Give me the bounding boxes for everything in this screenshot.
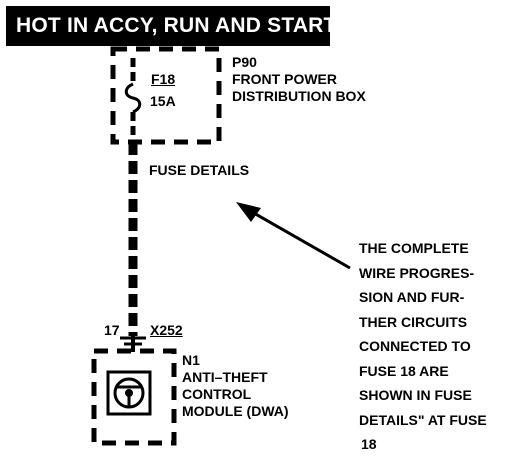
module-id: N1 bbox=[182, 352, 200, 368]
fuse-details-label: FUSE DETAILS bbox=[149, 162, 250, 178]
note-line: FUSE 18 ARE bbox=[359, 362, 449, 379]
module-name-line: ANTI–THEFT bbox=[182, 369, 268, 385]
note-line: THER CIRCUITS bbox=[359, 313, 468, 330]
fuse-box-name-line: FRONT POWER bbox=[232, 71, 337, 87]
fuse-box-id: P90 bbox=[232, 54, 257, 70]
note-line: SION AND FUR- bbox=[359, 289, 465, 305]
steering-wheel-icon bbox=[106, 370, 152, 416]
note-line: 18 bbox=[361, 436, 377, 452]
diagram-header: HOT IN ACCY, RUN AND START bbox=[6, 6, 336, 46]
connector-id: X252 bbox=[150, 322, 183, 338]
fuse-box-label: P90 FRONT POWER DISTRIBUTION BOX bbox=[232, 54, 366, 105]
note-line: DETAILS" AT FUSE bbox=[359, 411, 487, 428]
connector-pin: 17 bbox=[104, 322, 120, 338]
circuit-note: THE COMPLETE WIRE PROGRES- SION AND FUR-… bbox=[359, 236, 487, 457]
module-name-line: CONTROL bbox=[182, 386, 252, 402]
header-title: HOT IN ACCY, RUN AND START bbox=[16, 14, 337, 37]
fuse-icon bbox=[124, 58, 142, 142]
note-line: CONNECTED TO bbox=[359, 338, 471, 354]
note-line: WIRE PROGRES- bbox=[359, 264, 475, 281]
fuse-box-outline bbox=[110, 46, 222, 145]
fuse-id: F18 bbox=[151, 71, 176, 87]
fuse-rating: 15A bbox=[150, 93, 176, 109]
fuse-box-name-line: DISTRIBUTION BOX bbox=[232, 88, 366, 104]
note-line: SHOWN IN FUSE bbox=[359, 387, 472, 403]
module-label: N1 ANTI–THEFT CONTROL MODULE (DWA) bbox=[182, 352, 289, 420]
module-name-line: MODULE (DWA) bbox=[182, 403, 289, 419]
connector-x252 bbox=[120, 336, 146, 352]
arrow-icon bbox=[236, 202, 351, 270]
module-outline bbox=[91, 348, 177, 446]
note-line: THE COMPLETE bbox=[359, 240, 469, 256]
